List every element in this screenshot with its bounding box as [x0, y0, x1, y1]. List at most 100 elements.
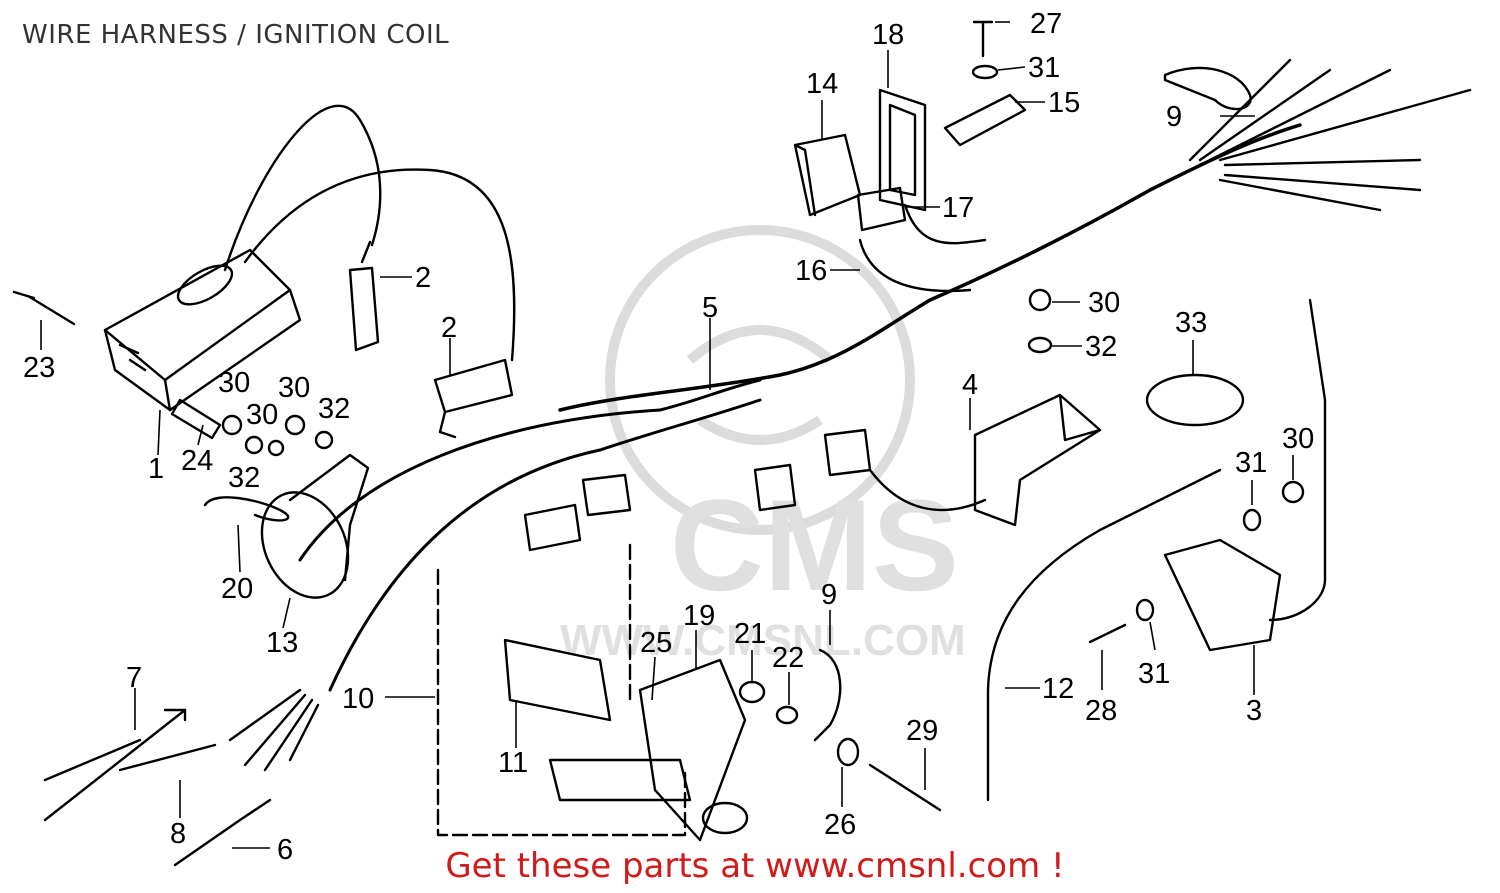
watermark-ring-icon: [605, 225, 915, 535]
callout-11: 11: [498, 747, 528, 779]
washer-32-mid: [1027, 336, 1053, 354]
coil-11: [503, 638, 612, 722]
callout-30-right: 30: [1282, 423, 1314, 455]
callout-30-mid: 30: [1088, 287, 1120, 319]
bolt-23: [12, 290, 76, 326]
clamp-9-lower: [813, 648, 842, 742]
callout-30-c: 30: [246, 399, 278, 431]
callout-9-top: 9: [1166, 101, 1182, 133]
parts: [12, 20, 1472, 867]
callout-2-upper: 2: [415, 262, 431, 294]
connector-c: [581, 473, 632, 517]
main-harness-branch: [298, 378, 762, 562]
bracket-19: [638, 658, 747, 842]
group-boundary: [436, 543, 687, 837]
ignition-coil-left: [103, 248, 302, 412]
callout-32-mid: 32: [1085, 331, 1117, 363]
horn-bracket: [288, 453, 370, 582]
right-wire: [1268, 298, 1327, 622]
callout-9-lower: 9: [821, 579, 837, 611]
ht-lead-2: [243, 168, 516, 362]
regulator-14: [793, 133, 862, 217]
washer-32a: [267, 439, 285, 457]
bracket-19-hole: [701, 801, 749, 835]
harness-end-wires: [1188, 58, 1472, 212]
footer-parts-link[interactable]: Get these parts at www.cmsnl.com !: [445, 846, 1065, 886]
callout-8: 8: [170, 818, 186, 850]
callout-30-a: 30: [218, 367, 250, 399]
wire-16-17: [858, 203, 987, 293]
callout-29: 29: [906, 715, 938, 747]
callout-28: 28: [1085, 695, 1117, 727]
callout-10: 10: [342, 683, 374, 715]
sub-harness-10: [328, 398, 762, 692]
callout-13: 13: [266, 627, 298, 659]
collar-24: [170, 398, 222, 440]
callout-31-lower: 31: [1138, 658, 1170, 690]
callout-23: 23: [23, 352, 55, 384]
watermark-face-icon: [686, 325, 834, 445]
coil-unit-leads: [868, 468, 987, 512]
clamp-9-top: [1163, 66, 1252, 111]
connector-d: [523, 503, 582, 552]
callout-22: 22: [772, 642, 804, 674]
nut-30-mid: [1028, 288, 1052, 312]
watermark: CMS WWW.CMSNL.COM: [560, 225, 966, 665]
collar-22: [775, 705, 799, 725]
callout-32-a: 32: [228, 462, 260, 494]
callout-5: 5: [702, 292, 718, 324]
washer-26: [836, 737, 860, 767]
bracket-3: [1163, 538, 1282, 652]
callout-21: 21: [734, 618, 766, 650]
connector-b: [753, 463, 797, 512]
clip-6: [173, 798, 272, 867]
callout-25: 25: [640, 627, 672, 659]
coil-unit-4: [973, 393, 1102, 527]
washer-31-lower: [1135, 598, 1155, 622]
callout-14: 14: [806, 68, 838, 100]
callout-27: 27: [1030, 8, 1062, 40]
callout-31-top: 31: [1028, 52, 1060, 84]
watermark-url: WWW.CMSNL.COM: [560, 616, 966, 665]
callout-17: 17: [942, 192, 974, 224]
washer-30c: [244, 435, 264, 455]
callout-2-lower: 2: [441, 312, 457, 344]
harness-leads-bottom: [228, 688, 320, 772]
callout-32-b: 32: [318, 393, 350, 425]
main-harness-5: [558, 123, 1302, 412]
leader-lines: [40, 21, 1294, 849]
callout-1: 1: [148, 453, 164, 485]
coil-11-base: [548, 758, 692, 802]
watermark-brand: CMS: [670, 472, 959, 618]
bracket-15: [943, 93, 1027, 147]
plug-cap-lower: [433, 358, 514, 439]
collar-21: [738, 680, 766, 704]
clip-20: [203, 496, 290, 522]
clip-8: [43, 738, 217, 782]
washer-32b: [314, 430, 334, 450]
bolt-29: [868, 763, 942, 812]
nut-30a: [221, 414, 243, 436]
callout-16: 16: [795, 255, 827, 287]
callout-31-right: 31: [1235, 447, 1267, 479]
callout-7: 7: [126, 662, 142, 694]
connector-a: [823, 428, 872, 477]
page-title: WIRE HARNESS / IGNITION COIL: [22, 20, 450, 50]
callout-12: 12: [1042, 673, 1074, 705]
callout-24: 24: [181, 445, 213, 477]
clip-7: [43, 708, 187, 822]
callout-33: 33: [1175, 307, 1207, 339]
cover-18: [878, 88, 927, 212]
washer-31-top: [971, 64, 999, 80]
plug-cap-upper: [348, 240, 380, 352]
band-33: [1145, 373, 1245, 427]
screw-27: [972, 20, 994, 58]
ht-lead-1: [223, 104, 382, 272]
callout-4: 4: [962, 369, 978, 401]
washer-31-right: [1242, 508, 1262, 532]
bolt-28: [1088, 623, 1127, 644]
callout-6: 6: [277, 834, 293, 866]
callout-26: 26: [824, 809, 856, 841]
horn-13: [260, 491, 350, 599]
callout-15: 15: [1048, 87, 1080, 119]
